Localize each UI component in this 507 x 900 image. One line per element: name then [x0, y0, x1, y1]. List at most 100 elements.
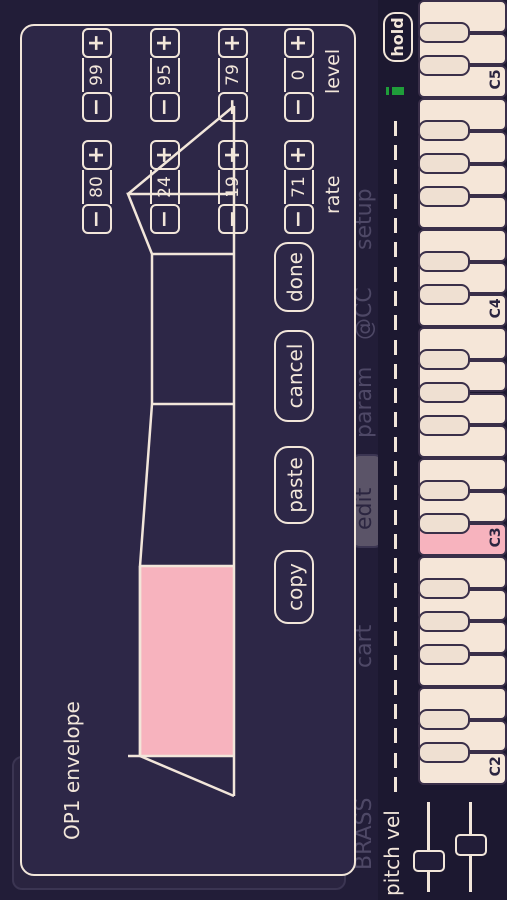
pitch-tick [394, 582, 397, 598]
black-key[interactable] [418, 120, 470, 142]
level-2-minus[interactable]: − [150, 92, 180, 122]
black-key[interactable] [418, 512, 470, 534]
pitch-tick [394, 315, 397, 331]
level-1-value[interactable]: 99 [82, 58, 112, 92]
rate-4-minus[interactable]: − [284, 204, 314, 234]
level-4-plus[interactable]: + [284, 28, 314, 58]
level-1-minus[interactable]: − [82, 92, 112, 122]
black-key[interactable] [418, 611, 470, 632]
rate-4-plus[interactable]: + [284, 140, 314, 170]
rate-label: rate [322, 175, 344, 214]
black-key[interactable] [418, 414, 470, 436]
pitch-slider[interactable] [413, 850, 445, 872]
pitch-slider-track [427, 802, 430, 892]
stage-1-level: − 99 + [82, 28, 112, 122]
hold-button[interactable]: hold [383, 12, 413, 62]
black-key[interactable] [418, 22, 470, 44]
pitch-tick [394, 558, 397, 574]
pitch-tick [394, 752, 397, 768]
pitch-tick [394, 777, 397, 792]
dialog-title: OP1 envelope [60, 701, 84, 840]
pitch-tick [394, 363, 397, 379]
rate-1-plus[interactable]: + [82, 140, 112, 170]
pitch-tick [394, 339, 397, 355]
pitch-tick [394, 436, 397, 452]
stage-1-rate: − 80 + [82, 140, 112, 234]
envelope-release [127, 105, 235, 195]
pitch-tick [394, 145, 397, 161]
midi-activity-indicator [392, 87, 404, 95]
black-key[interactable] [418, 185, 470, 207]
pitch-tick [394, 509, 397, 525]
pitch-tick [394, 193, 397, 209]
level-1-plus[interactable]: + [82, 28, 112, 58]
black-key[interactable] [418, 480, 470, 502]
stage-2-level: − 95 + [150, 28, 180, 122]
cancel-button[interactable]: cancel [274, 330, 314, 422]
black-key[interactable] [418, 349, 470, 371]
rate-3-minus[interactable]: − [218, 204, 248, 234]
pitch-tick [394, 218, 397, 234]
black-key[interactable] [418, 283, 470, 305]
pitch-tick [394, 120, 397, 136]
velocity-slider[interactable] [455, 834, 487, 856]
rate-2-minus[interactable]: − [150, 204, 180, 234]
pitch-tick [394, 679, 397, 695]
rate-3-value[interactable]: 19 [218, 170, 248, 204]
level-2-plus[interactable]: + [150, 28, 180, 58]
black-key[interactable] [418, 578, 470, 600]
black-key[interactable] [418, 382, 470, 403]
pitch-tick [394, 242, 397, 258]
pitch-tick [394, 631, 397, 647]
piano-keyboard[interactable]: C2 C3 C4 C5 hold [378, 0, 507, 900]
pitch-tick [394, 266, 397, 282]
level-4-value[interactable]: 0 [284, 58, 314, 92]
stage-3-level: − 79 + [218, 28, 248, 122]
pitch-tick [394, 169, 397, 185]
level-3-value[interactable]: 79 [218, 58, 248, 92]
rate-4-value[interactable]: 71 [284, 170, 314, 204]
black-key[interactable] [418, 741, 470, 763]
stage-4-rate: − 71 + [284, 140, 314, 234]
pitch-tick [394, 461, 397, 477]
key-label-c5: C5 [488, 69, 504, 90]
black-key[interactable] [418, 153, 470, 175]
envelope-graph[interactable] [122, 86, 252, 806]
pitch-vel-label: pitch vel [380, 810, 404, 896]
level-2-value[interactable]: 95 [150, 58, 180, 92]
rate-1-value[interactable]: 80 [82, 170, 112, 204]
copy-button[interactable]: copy [274, 550, 314, 624]
level-4-minus[interactable]: − [284, 92, 314, 122]
envelope-attack-rise [139, 754, 235, 798]
paste-button[interactable]: paste [274, 446, 314, 524]
envelope-fill [140, 566, 234, 756]
key-label-c3: C3 [488, 527, 504, 548]
black-key[interactable] [418, 643, 470, 665]
pitch-tick [394, 606, 397, 622]
rate-1-minus[interactable]: − [82, 204, 112, 234]
envelope-dialog: OP1 envelope copy paste cancel done rate… [20, 24, 356, 876]
key-label-c4: C4 [488, 298, 504, 319]
pitch-tick [394, 704, 397, 720]
rate-2-plus[interactable]: + [150, 140, 180, 170]
level-3-minus[interactable]: − [218, 92, 248, 122]
pitch-tick [394, 485, 397, 501]
stage-4-level: − 0 + [284, 28, 314, 122]
pitch-tick [394, 534, 397, 549]
key-label-c2: C2 [488, 756, 504, 777]
black-key[interactable] [418, 709, 470, 731]
black-key[interactable] [418, 54, 470, 76]
rate-3-plus[interactable]: + [218, 140, 248, 170]
pitch-tick [394, 388, 397, 404]
black-key[interactable] [418, 251, 470, 273]
pitch-tick [394, 412, 397, 428]
rate-2-value[interactable]: 24 [150, 170, 180, 204]
level-label: level [322, 48, 344, 94]
pitch-tick [394, 728, 397, 744]
level-3-plus[interactable]: + [218, 28, 248, 58]
done-button[interactable]: done [274, 242, 314, 312]
stage-3-rate: − 19 + [218, 140, 248, 234]
stage-2-rate: − 24 + [150, 140, 180, 234]
